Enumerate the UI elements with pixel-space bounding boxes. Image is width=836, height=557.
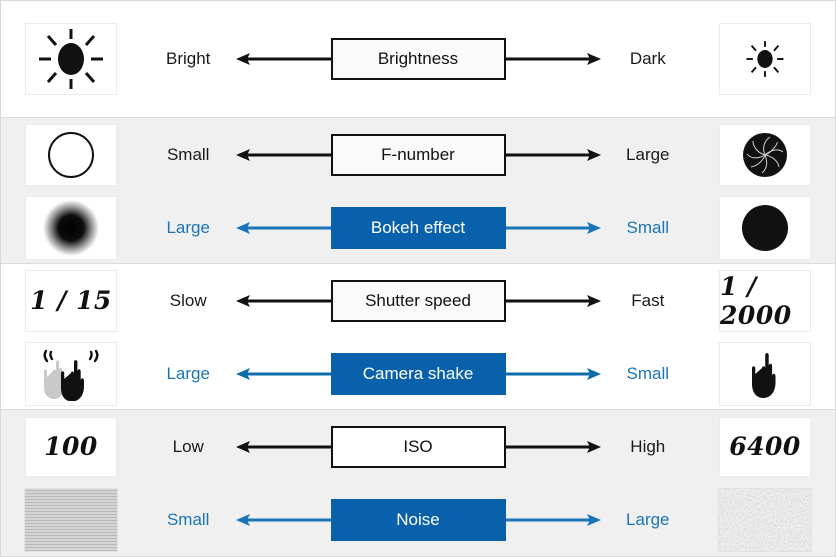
bokeh-right-word: Small	[626, 217, 670, 237]
noise-label-cell: Noise	[330, 499, 506, 541]
shutter-slow-text: 1 / 15	[30, 286, 112, 315]
brightness-right-word: Dark	[629, 49, 666, 68]
row-shutter-speed: 1 / 15 Slow Shutter speed Fast	[1, 263, 835, 409]
noise-right-word: Large	[626, 510, 670, 529]
fnumber-left-icon-cell	[1, 124, 141, 185]
hand-steady-icon	[720, 342, 811, 405]
bokeh-blur-icon	[25, 196, 116, 259]
shutter-label-cell: Shutter speed	[330, 279, 506, 322]
brightness-left-arrow	[235, 50, 331, 68]
bokeh-right-icon-cell	[695, 196, 835, 259]
brightness-right-arrow	[505, 50, 601, 68]
shutter-right-word: Fast	[631, 290, 665, 310]
sun-bright-icon	[25, 24, 116, 94]
iso-label-cell: ISO	[330, 425, 506, 468]
fnumber-right-icon-cell	[695, 124, 835, 185]
noise-line: Small Noise Large	[1, 483, 835, 557]
iso-right-arrow	[505, 438, 601, 456]
aperture-open-icon	[25, 124, 116, 185]
shutter-left-icon-cell: 1 / 15	[1, 270, 141, 331]
iso-label-box[interactable]: ISO	[330, 425, 506, 468]
hand-shaking-icon	[25, 342, 116, 405]
shutter-left-word: Slow	[169, 290, 207, 310]
noise-fine-swatch	[24, 489, 117, 551]
iso-low-text: 100	[44, 432, 98, 461]
bokeh-line: Large Bokeh effect Small	[1, 191, 835, 264]
aperture-closed-icon	[720, 124, 811, 185]
shake-left-icon-cell	[1, 342, 141, 405]
shutter-right-icon-cell: 1 / 2000	[695, 270, 835, 331]
row-iso: 100 Low ISO High	[1, 409, 835, 556]
bokeh-sharp-icon	[720, 196, 811, 259]
bokeh-left-word: Large	[166, 217, 210, 237]
shutter-slow-value: 1 / 15	[25, 270, 116, 331]
shake-left-word: Large	[166, 363, 210, 383]
brightness-right-icon-cell	[695, 24, 835, 94]
bokeh-right-arrow	[505, 219, 601, 237]
noise-right-icon-cell	[695, 489, 835, 551]
iso-low-value: 100	[25, 417, 116, 476]
camera-shake-line: Large Camera shake Small	[1, 337, 835, 410]
shutter-fast-value: 1 / 2000	[720, 270, 811, 331]
brightness-label-box[interactable]: Brightness	[330, 38, 506, 80]
fnumber-right-arrow	[505, 146, 601, 164]
shutter-line: 1 / 15 Slow Shutter speed Fast	[1, 264, 835, 337]
bokeh-label-cell: Bokeh effect	[330, 206, 506, 249]
row-brightness: Bright Brightness Dark	[1, 1, 835, 117]
shutter-left-arrow	[235, 292, 331, 310]
brightness-left-word: Bright	[166, 49, 211, 68]
fnumber-label-cell: F-number	[330, 133, 506, 176]
bokeh-left-arrow	[235, 219, 331, 237]
shutter-fast-text: 1 / 2000	[720, 271, 792, 330]
shake-left-arrow	[235, 365, 331, 383]
fnumber-label-box[interactable]: F-number	[330, 133, 506, 176]
shake-right-arrow	[505, 365, 601, 383]
row-f-number: Small F-number Large	[1, 117, 835, 263]
noise-right-arrow	[505, 511, 601, 529]
iso-left-arrow	[235, 438, 331, 456]
fnumber-line: Small F-number Large	[1, 118, 835, 191]
iso-right-icon-cell: 6400	[695, 417, 835, 476]
noise-left-icon-cell	[1, 489, 141, 551]
noise-coarse-swatch	[719, 489, 812, 551]
iso-left-icon-cell: 100	[1, 417, 141, 476]
shutter-label-box[interactable]: Shutter speed	[330, 279, 506, 322]
bokeh-left-icon-cell	[1, 196, 141, 259]
fnumber-left-arrow	[235, 146, 331, 164]
shake-label-cell: Camera shake	[330, 352, 506, 395]
fnumber-left-word: Small	[166, 144, 210, 164]
noise-left-arrow	[235, 511, 331, 529]
shake-right-word: Small	[626, 363, 670, 383]
shake-label-box[interactable]: Camera shake	[330, 352, 506, 395]
iso-right-word: High	[630, 436, 666, 456]
iso-line: 100 Low ISO High	[1, 410, 835, 483]
noise-left-word: Small	[166, 510, 210, 529]
shake-right-icon-cell	[695, 342, 835, 405]
brightness-line: Bright Brightness Dark	[1, 1, 835, 117]
brightness-left-icon-cell	[1, 24, 141, 94]
brightness-label-cell: Brightness	[330, 38, 506, 80]
sun-dark-icon	[720, 24, 811, 94]
bokeh-label-box[interactable]: Bokeh effect	[330, 206, 506, 249]
fnumber-right-word: Large	[626, 144, 670, 164]
noise-label-box[interactable]: Noise	[330, 499, 506, 541]
iso-high-text: 6400	[729, 432, 801, 461]
iso-left-word: Low	[172, 436, 204, 456]
iso-high-value: 6400	[720, 417, 811, 476]
shutter-right-arrow	[505, 292, 601, 310]
